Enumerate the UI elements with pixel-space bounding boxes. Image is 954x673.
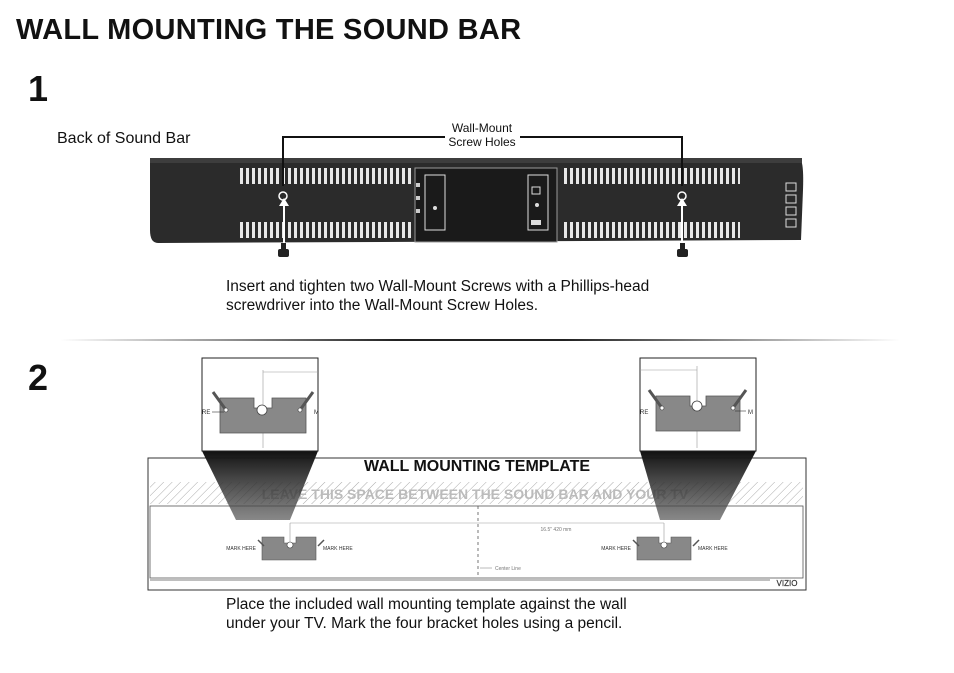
step2-instruction-line2: under your TV. Mark the four bracket hol… [226, 615, 623, 632]
step2-instruction-line1: Place the included wall mounting templat… [226, 596, 627, 613]
vent-grille [238, 168, 414, 184]
wall-mount-screw-left [278, 243, 289, 257]
template-inner-area [149, 505, 804, 579]
port-block-right [527, 174, 549, 231]
sound-bar-back-illustration [150, 136, 804, 257]
section-divider [60, 339, 900, 341]
vent-grille [564, 168, 740, 184]
svg-text:RE: RE [202, 410, 210, 416]
bracket-left [257, 536, 325, 561]
wall-mount-label-line1: Wall-Mount [451, 121, 513, 135]
svg-text:RE: RE [640, 410, 648, 416]
leave-space-hatch [150, 482, 803, 504]
page-title: WALL MOUNTING THE SOUND BAR [16, 14, 522, 46]
mounting-template-illustration: WALL MOUNTING TEMPLATE LEAVE THIS SPACE … [147, 357, 807, 591]
zoom-beam-right [640, 451, 756, 520]
mark-here-label: MARK HERE [698, 546, 728, 552]
mark-here-label: MARK HERE [226, 546, 256, 552]
step1-instruction: Insert and tighten two Wall-Mount Screws… [226, 277, 786, 315]
brand-logo: VIZIO [777, 579, 798, 588]
step-number-1: 1 [28, 68, 49, 109]
wall-mount-screw-right [677, 243, 688, 257]
leave-space-text: LEAVE THIS SPACE BETWEEN THE SOUND BAR A… [262, 486, 689, 502]
svg-text:M: M [748, 410, 753, 416]
mark-here-label: MARK HERE [323, 546, 353, 552]
svg-text:M: M [314, 410, 319, 416]
measurement-label: 16.5" 420 mm [541, 527, 572, 533]
step1-instruction-line2: screwdriver into the Wall-Mount Screw Ho… [226, 297, 539, 314]
vent-grille [238, 222, 414, 238]
template-title: WALL MOUNTING TEMPLATE [364, 458, 590, 475]
step-number-2: 2 [28, 357, 49, 398]
port-block-left [424, 174, 446, 231]
bracket-right [632, 536, 700, 561]
step2-instruction: Place the included wall mounting templat… [226, 595, 786, 633]
step1-instruction-line1: Insert and tighten two Wall-Mount Screws… [226, 278, 650, 295]
zoom-detail-left: RE M [201, 357, 319, 452]
mark-here-label: MARK HERE [601, 546, 631, 552]
zoom-detail-right: RE M [639, 357, 757, 452]
back-of-sound-bar-label: Back of Sound Bar [57, 130, 191, 147]
sound-bar-top-edge [150, 158, 802, 163]
wall-mount-screw-holes-label: Wall-Mount Screw Holes [432, 121, 532, 149]
vent-grille [564, 222, 740, 238]
center-line-label: Center Line [495, 566, 521, 572]
wall-mount-label-line2: Screw Holes [448, 135, 516, 149]
zoom-beam-left [202, 451, 318, 520]
